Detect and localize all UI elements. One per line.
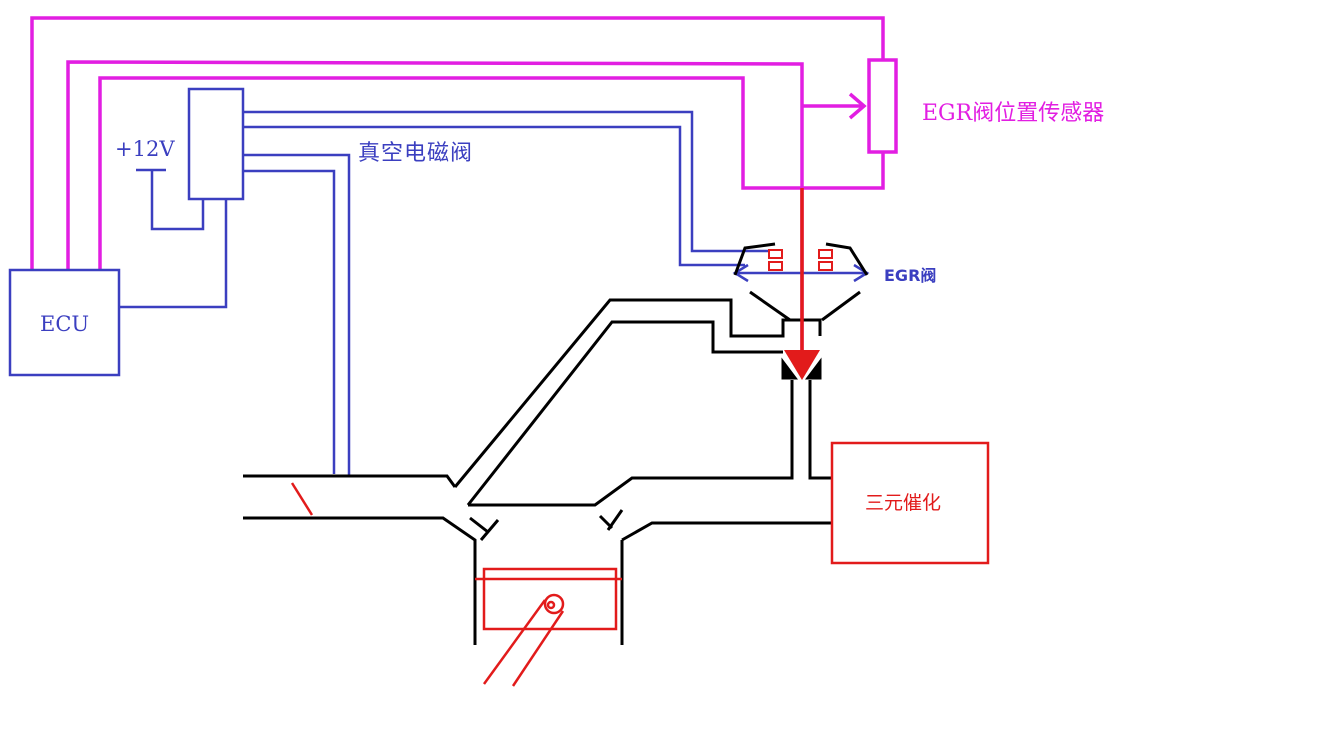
intake-pipe-top xyxy=(243,474,457,488)
egr-valve-lower-right xyxy=(821,290,861,322)
piston-pin xyxy=(543,593,565,615)
intake-pipe-bottom xyxy=(243,516,477,645)
intake-valve-stem xyxy=(469,516,489,534)
vacuum-line-a-outer xyxy=(243,110,770,253)
engine-parts xyxy=(475,249,990,687)
supply-to-solenoid-wire xyxy=(150,170,205,231)
egr-valve-seat-left xyxy=(781,357,798,380)
egr-valve-lower-left xyxy=(749,290,791,322)
vacuum-line-b-inner xyxy=(243,169,336,474)
egr-passage-outer xyxy=(453,298,822,488)
catalytic-converter-label: 三元催化 xyxy=(865,492,941,514)
vacuum-line-b-outer xyxy=(243,153,351,477)
supply-voltage-label: +12V xyxy=(115,137,175,161)
intake-exhaust-pipes xyxy=(243,242,869,645)
catalytic-converter-box xyxy=(830,441,990,565)
egr-valve-cap xyxy=(733,242,869,276)
egr-valve-label: EGR阀 xyxy=(884,266,936,285)
throttle-plate xyxy=(290,482,314,516)
vacuum-and-control-wiring xyxy=(8,87,870,477)
vacuum-line-a-inner xyxy=(243,125,745,267)
vacuum-solenoid-label: 真空电磁阀 xyxy=(358,141,473,166)
egr-passage-inner xyxy=(466,320,783,506)
sensor-wire-inner xyxy=(98,76,885,270)
ecu-to-solenoid-wire xyxy=(119,199,228,309)
egr-mark-right-bottom xyxy=(818,261,833,271)
sensor-wiper-arrow xyxy=(848,92,867,120)
egr-mark-left-top xyxy=(768,249,783,259)
egr-pintle-arrowhead xyxy=(784,350,820,380)
ecu-label: ECU xyxy=(40,312,89,336)
connecting-rod-right xyxy=(511,610,565,687)
egr-flow-arrow xyxy=(784,188,820,380)
ecu-box xyxy=(8,268,121,377)
exhaust-pipe-right xyxy=(808,380,832,480)
exhaust-pipe-bottom xyxy=(621,521,832,542)
exhaust-valve-head xyxy=(606,509,624,531)
piston-pin-hole xyxy=(546,600,556,610)
egr-sensor-label: EGR阀位置传感器 xyxy=(922,101,1104,126)
egr-mark-left-bottom xyxy=(768,261,783,271)
connecting-rod-left xyxy=(482,599,547,685)
intake-valve-head xyxy=(479,519,500,541)
egr-mark-right-top xyxy=(818,249,833,259)
egr-position-sensor xyxy=(867,58,898,154)
vacuum-solenoid-box xyxy=(187,87,245,201)
sensor-wiring xyxy=(30,16,898,375)
egr-valve-seat-right xyxy=(805,357,822,380)
exhaust-pipe-top xyxy=(468,380,794,507)
sensor-wire-outer xyxy=(30,16,885,270)
